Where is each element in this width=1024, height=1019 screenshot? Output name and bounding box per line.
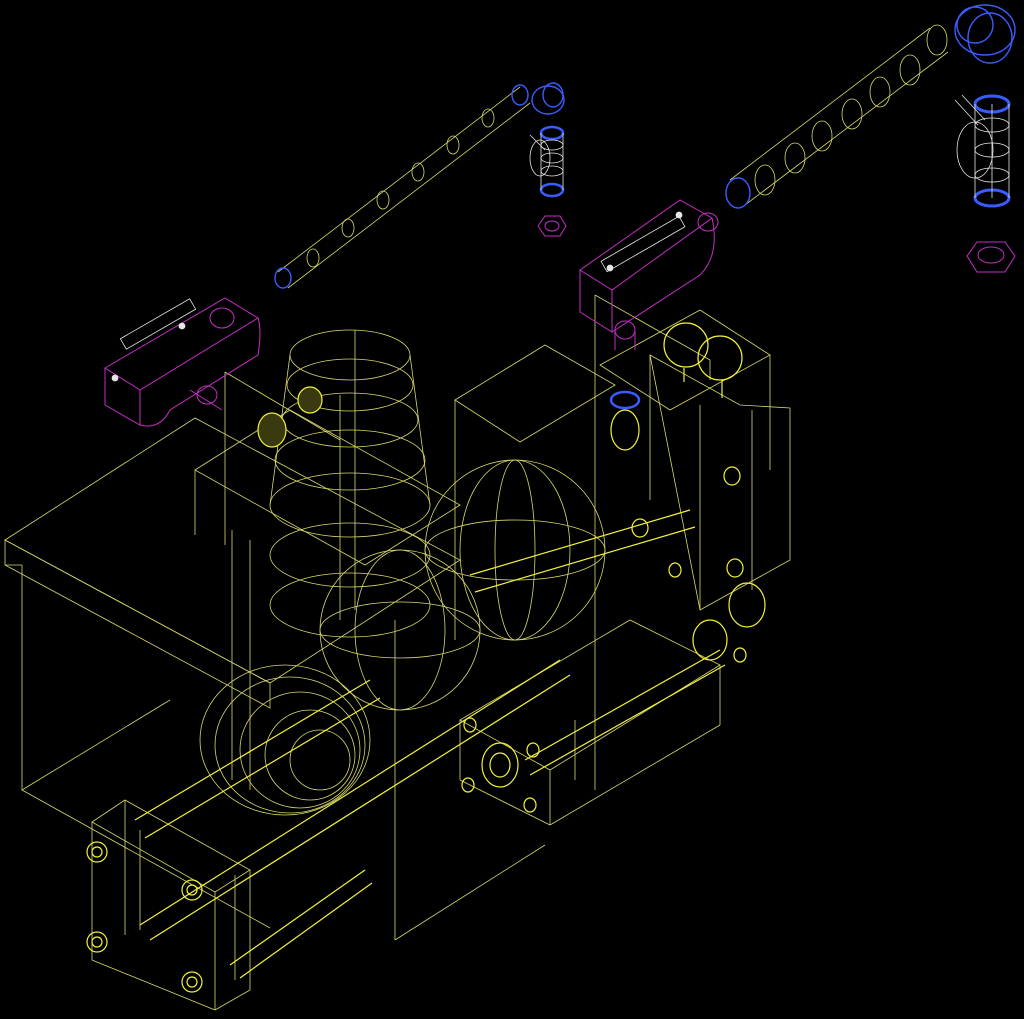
- pipe-left: [277, 86, 531, 289]
- valve-bodies: [111, 94, 1010, 382]
- pipe-right: [729, 24, 949, 206]
- clamp-block-right: [579, 199, 719, 350]
- bolts: [86, 322, 766, 993]
- tie-rods: [134, 509, 726, 979]
- hex-nuts: [537, 215, 1016, 273]
- blue-fittings: [274, 4, 1016, 410]
- clamp-block-left: [104, 297, 261, 427]
- hopper-and-chambers: [199, 329, 606, 816]
